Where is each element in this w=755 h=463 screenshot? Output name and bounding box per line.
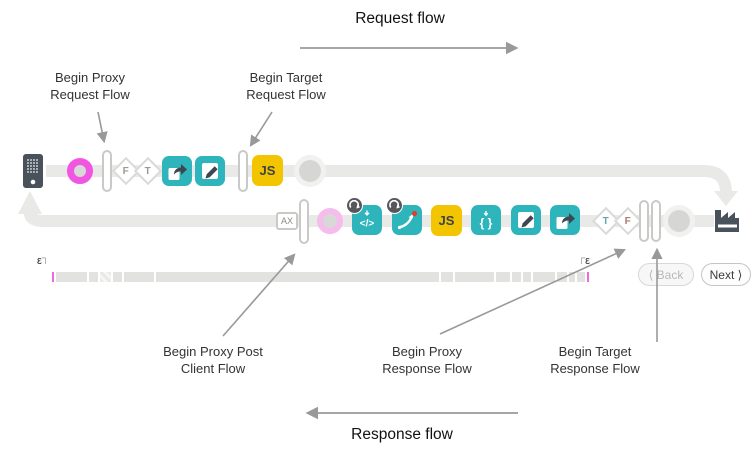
target-endpoint-marker-request[interactable] (299, 160, 321, 182)
timeline-segment[interactable] (441, 272, 453, 282)
edit-policy-icon-response[interactable] (511, 205, 541, 235)
callout-policy-icon[interactable] (162, 156, 192, 186)
label-begin-proxy-request-flow: Begin Proxy Request Flow (50, 70, 130, 102)
epsilon-marker-left: ε┐ (37, 253, 49, 267)
label-begin-proxy-response-flow: Begin Proxy Response Flow (382, 344, 472, 376)
timeline-segment[interactable] (523, 272, 531, 282)
proxy-request-pointer-arrow (96, 111, 108, 144)
target-endpoint-marker-response[interactable] (668, 210, 690, 232)
condition-diamond-true-request[interactable]: T (133, 156, 163, 186)
target-request-pointer-arrow (249, 111, 273, 147)
callout-policy-icon-response[interactable] (550, 205, 580, 235)
label-begin-target-response-flow: Begin Target Response Flow (550, 344, 640, 376)
post-client-pointer-arrow (222, 253, 296, 337)
label-begin-target-request-flow: Begin Target Request Flow (246, 70, 326, 102)
post-client-endpoint-marker[interactable] (317, 208, 343, 234)
javascript-policy-icon-request[interactable]: JS (252, 155, 283, 186)
timeline-segment[interactable] (113, 272, 122, 282)
timeline-segments (56, 272, 585, 282)
timeline-segment[interactable] (577, 272, 585, 282)
timeline-segment[interactable] (512, 272, 521, 282)
proxy-response-pointer-arrow (439, 248, 627, 335)
next-button[interactable]: Next ⟩ (701, 263, 751, 286)
loop-badge-icon (346, 197, 363, 214)
begin-target-response-flow-marker[interactable] (651, 200, 661, 242)
timeline-segment[interactable] (56, 272, 87, 282)
timeline-segment[interactable] (89, 272, 98, 282)
begin-proxy-post-client-flow-marker[interactable] (299, 199, 309, 244)
timeline-segment[interactable] (569, 272, 575, 282)
timeline-end-tick (587, 272, 589, 282)
timeline-segment[interactable] (455, 272, 494, 282)
javascript-policy-icon-response[interactable]: JS (431, 205, 462, 236)
svg-text:{ }: { } (480, 216, 493, 230)
client-phone-icon[interactable] (23, 154, 43, 193)
analytics-step-box[interactable]: AX (276, 212, 298, 230)
timeline-segment[interactable] (156, 272, 439, 282)
response-track-up-arrowhead (18, 191, 42, 214)
timeline-segment[interactable] (496, 272, 510, 282)
begin-proxy-response-flow-marker[interactable] (639, 200, 649, 242)
request-track-down-arrowhead (714, 191, 738, 206)
target-factory-icon[interactable] (713, 207, 741, 238)
edit-policy-icon[interactable] (195, 156, 225, 186)
timeline-segment[interactable] (100, 272, 111, 282)
timeline-segment[interactable] (557, 272, 567, 282)
timeline-segment[interactable] (124, 272, 154, 282)
timeline-bar[interactable] (52, 272, 589, 282)
loop-badge-icon (386, 197, 403, 214)
back-button[interactable]: ⟨ Back (638, 263, 694, 286)
request-flow-title: Request flow (355, 10, 445, 27)
response-flow-title: Response flow (351, 426, 453, 443)
json-policy-icon[interactable]: { } (471, 205, 501, 235)
begin-target-request-flow-marker[interactable] (238, 150, 248, 192)
label-begin-proxy-post-client-flow: Begin Proxy Post Client Flow (163, 344, 263, 376)
begin-proxy-request-flow-marker[interactable] (102, 150, 112, 192)
timeline-segment[interactable] (533, 272, 555, 282)
proxy-endpoint-marker[interactable] (67, 158, 93, 184)
spike-arrest-policy-icon[interactable] (392, 205, 422, 235)
svg-text:</>: </> (360, 219, 375, 230)
condition-diamond-false-response[interactable]: F (613, 206, 643, 236)
epsilon-marker-right: ┌ε (578, 253, 590, 267)
timeline-start-tick (52, 272, 54, 282)
